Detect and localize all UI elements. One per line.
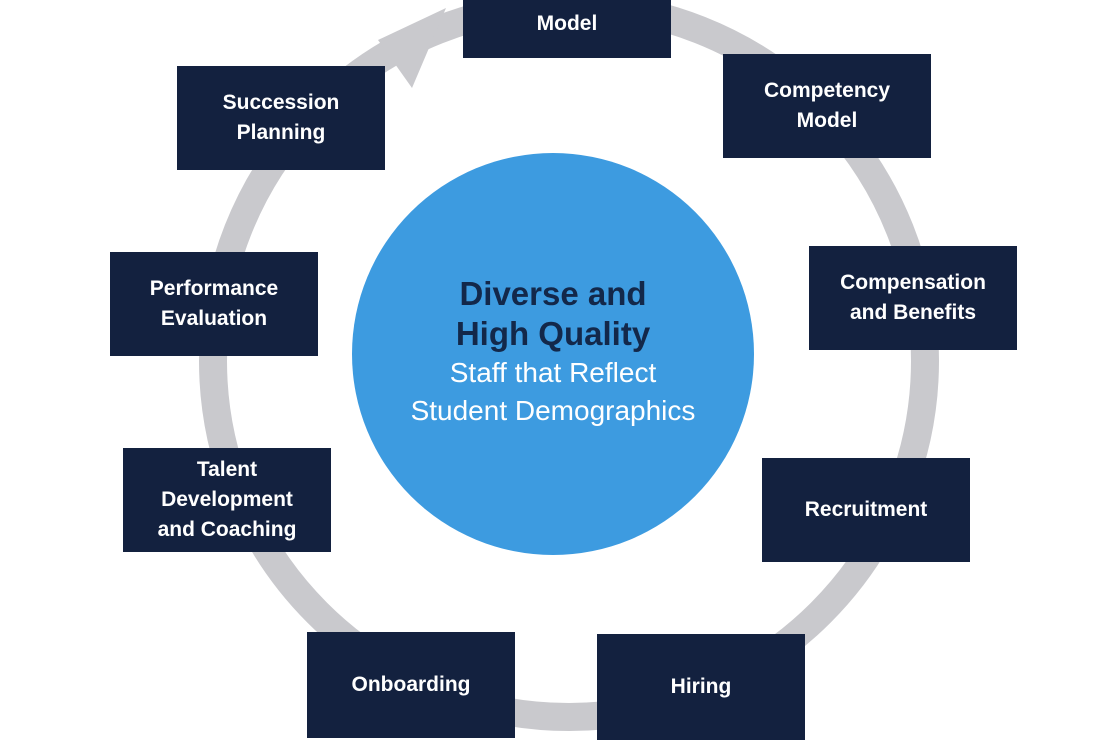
step-label-line: Evaluation [160,307,268,330]
center-goal: Diverse and High Quality Staff that Refl… [352,153,754,555]
step-label-line: Performance [149,277,279,300]
center-subtitle-line-1: Staff that Reflect [449,357,657,388]
center-subtitle: Staff that Reflect Student Demographics [411,354,696,430]
step-label-line: Succession [222,91,340,114]
step-label-line: Planning [236,121,326,144]
step-box-succession-planning: Succession Planning [177,66,385,170]
step-label-line: Talent [196,458,258,481]
step-box-compensation-and-benefits: Compensation and Benefits [809,246,1017,350]
step-box-competency-model: Competency Model [723,54,931,158]
center-headline-line-2: High Quality [455,315,651,352]
step-label-line: Onboarding [351,673,471,696]
step-label-line: Hiring [670,675,732,698]
step-box-performance-evaluation: Performance Evaluation [110,252,318,356]
center-headline: Diverse and High Quality [456,274,650,354]
step-box-recruitment: Recruitment [762,458,970,562]
step-box-talent-development: Talent Development and Coaching [123,448,331,552]
step-label-line: Model [796,109,858,132]
step-label-line: Compensation [840,271,986,294]
step-label-line: Competency [763,79,891,102]
center-headline-line-1: Diverse and [459,275,647,312]
step-label-line: Recruitment [804,498,928,521]
cycle-arrow-head-icon [378,8,446,88]
step-label-line: and Coaching [157,518,297,541]
step-box-onboarding: Onboarding [307,632,515,738]
step-box-hiring: Hiring [597,634,805,740]
step-box-model: Model [463,0,671,58]
center-subtitle-line-2: Student Demographics [410,395,696,426]
step-label-line: Development [161,488,293,511]
step-label-line: Model [536,12,598,35]
step-label-line: and Benefits [849,301,977,324]
